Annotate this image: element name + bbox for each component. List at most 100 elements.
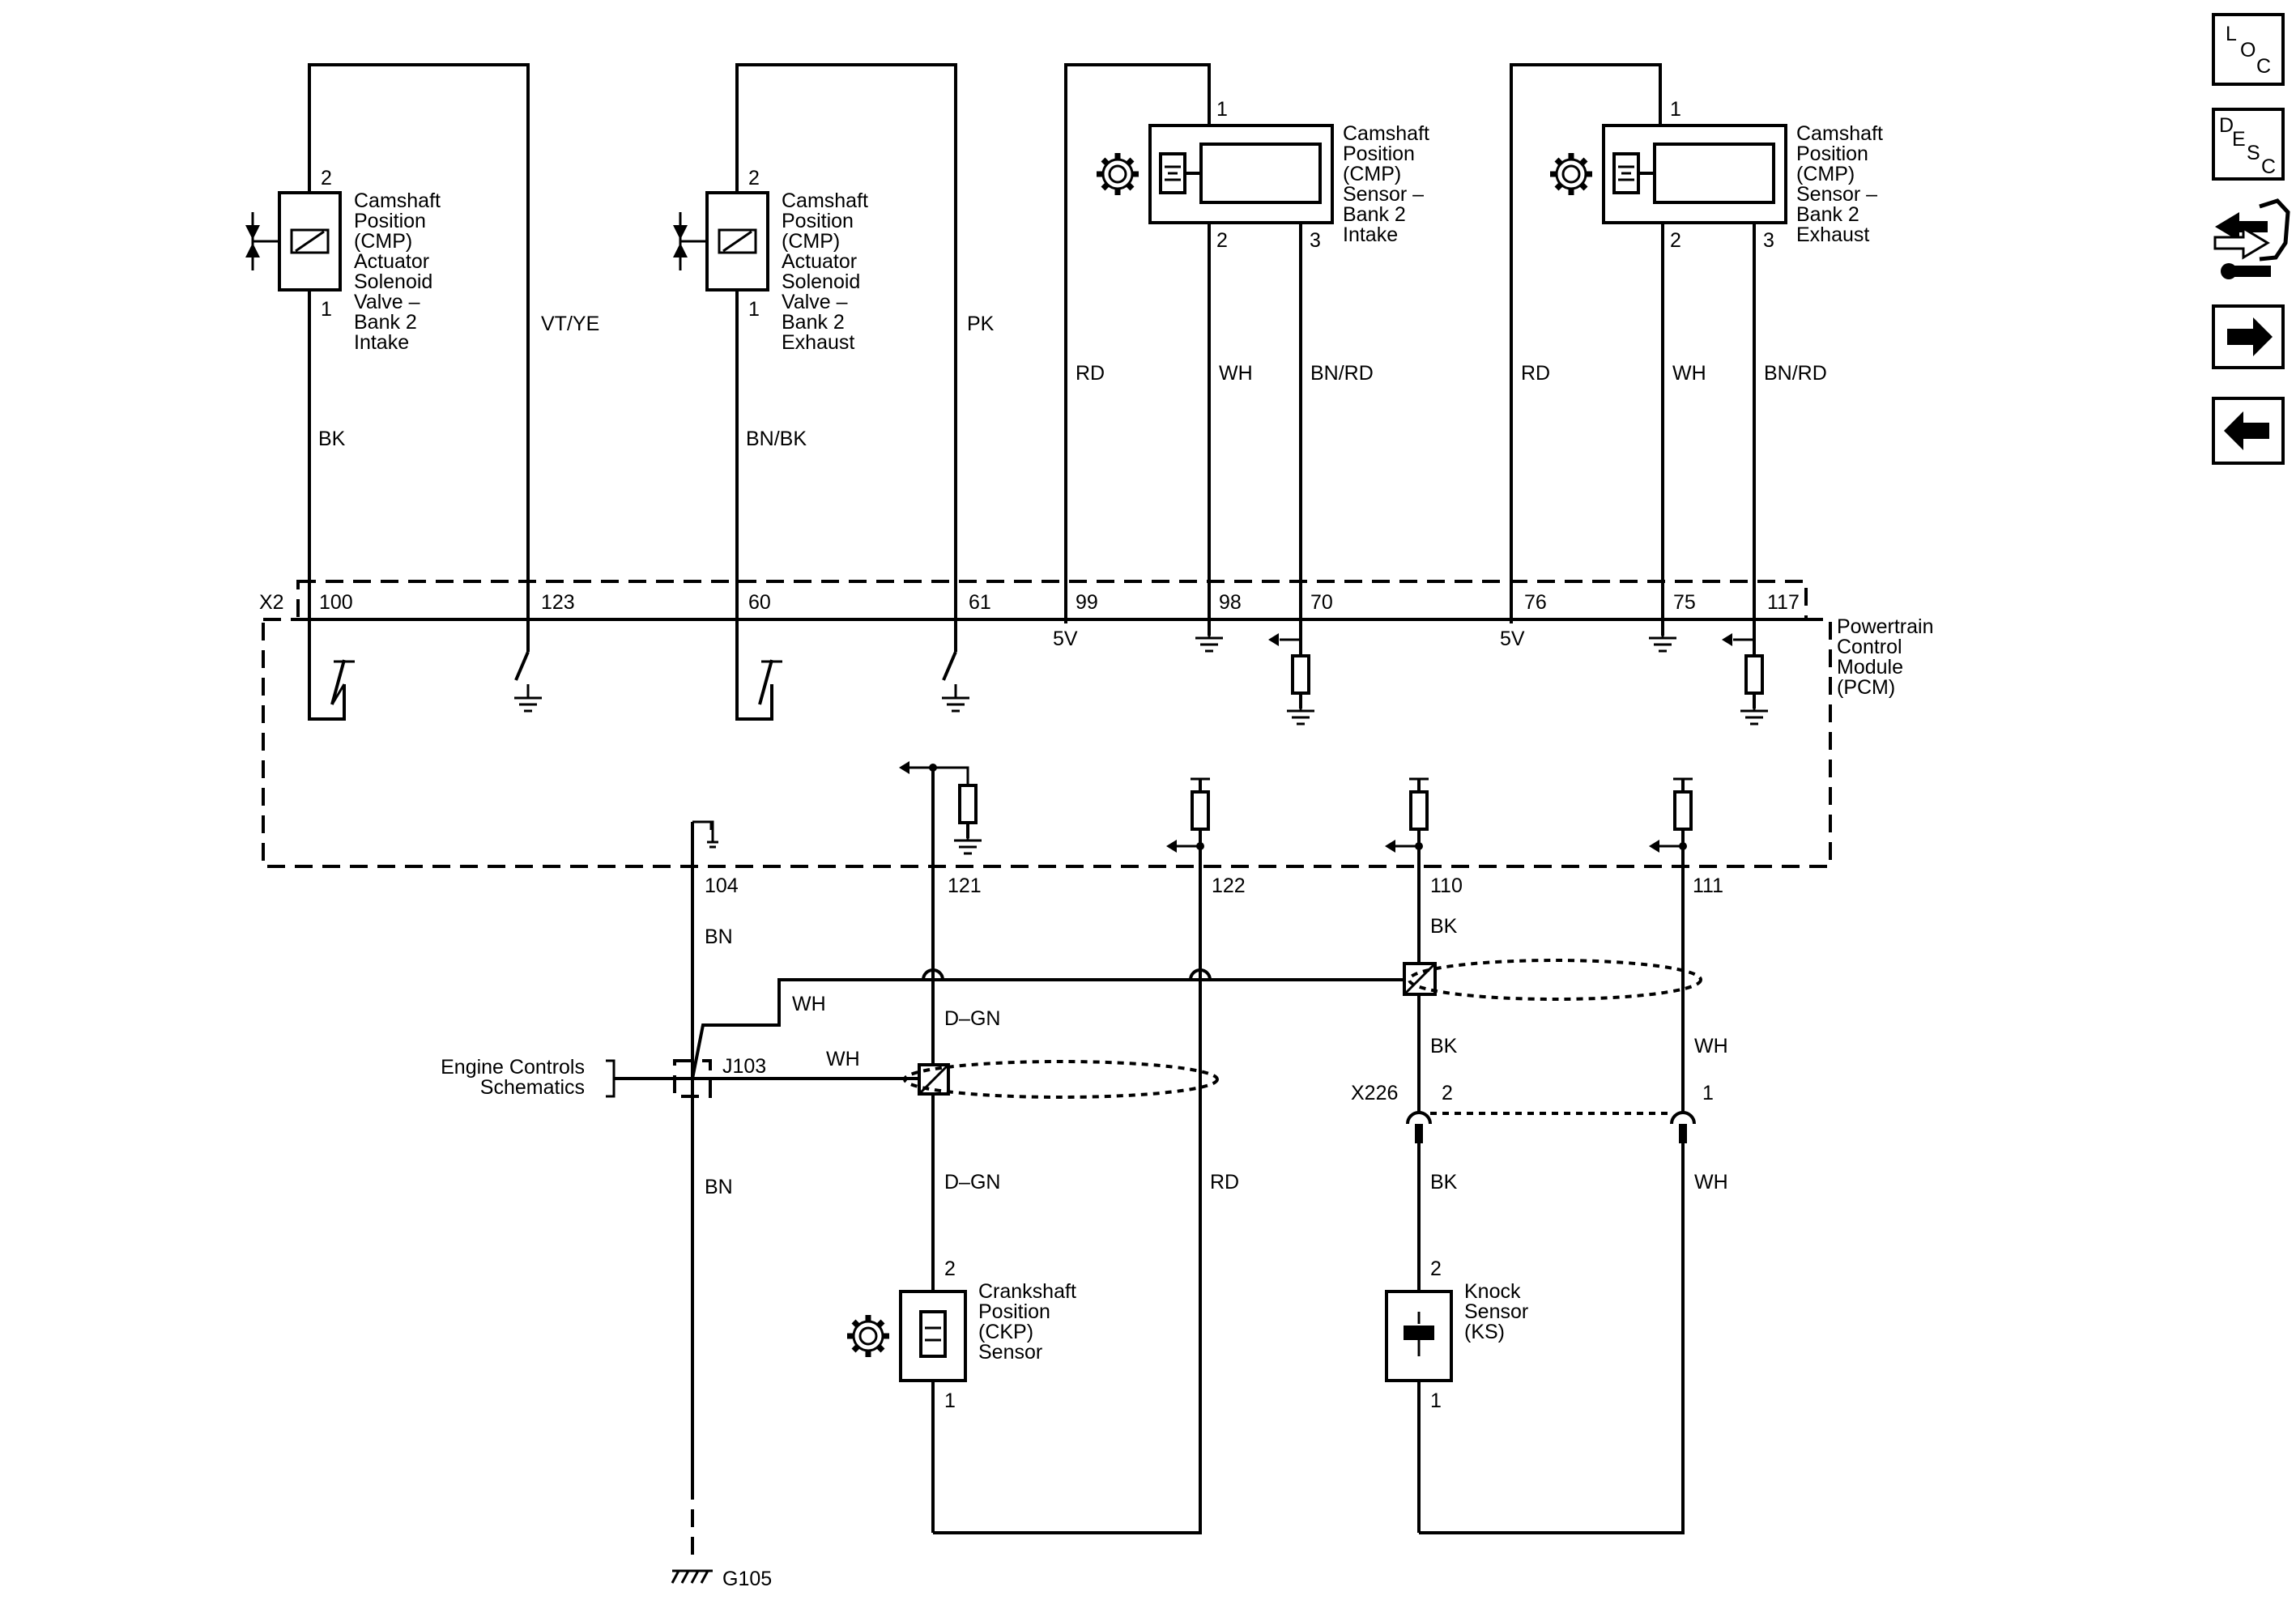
wire-ckp-low [933,854,1202,1534]
wire-color-rd-c: RD [1210,1171,1239,1194]
ref-5v-b: 5V [1500,628,1525,650]
wire-color-rd-b: RD [1521,362,1550,385]
engine-controls-line2: Schematics [480,1076,585,1099]
x2-connector-label: X2 [259,591,284,614]
cmp-intake-pin1: 1 [1216,98,1228,121]
cmp-exhaust-label-3: (CMP) [1796,163,1855,185]
solenoid-exhaust-pin-top: 2 [748,167,760,189]
cmp-intake-label-4: Sensor – [1343,183,1424,206]
pin-111: 111 [1693,874,1723,897]
solenoid-exhaust-label-6: Valve – [782,291,848,313]
solenoid-exhaust-pin-bottom: 1 [748,298,760,321]
hall-element-icon [1618,165,1634,181]
pcm-outline [262,618,1832,868]
wire-color-wh-f: WH [1694,1171,1728,1194]
cmp-exhaust-label-6: Exhaust [1796,223,1869,246]
cmp-intake-label-2: Position [1343,143,1415,165]
solenoid-coil-icon [290,228,330,254]
pcm-bottom-pins: 104 121 122 110 111 [705,874,1723,897]
solenoid-intake-label-7: Bank 2 [354,311,417,334]
pcm-top-pins: 100 123 60 61 99 98 70 76 75 117 5V 5V [319,591,1800,650]
piezo-element-icon [1404,1312,1434,1356]
wire-solenoid-exhaust-loop [735,63,957,713]
next-button[interactable] [2212,304,2285,369]
cmp-solenoid-exhaust: 2 1 Camshaft Position (CMP) Actuator Sol… [673,63,995,721]
loc-letter-c: C [2256,55,2271,78]
pin-76: 76 [1524,591,1547,614]
previous-button[interactable] [2212,397,2285,465]
wire-color-bk-1: BK [318,428,346,450]
pin-70: 70 [1310,591,1333,614]
solenoid-intake-label-3: (CMP) [354,230,412,253]
connector-wrench-icon [2213,198,2290,279]
cmp-intake-label-3: (CMP) [1343,163,1401,185]
wire-color-bk-c: BK [1430,1171,1458,1194]
cmp-exhaust-label-1: Camshaft [1796,122,1883,145]
ckp-label-2: Position [978,1300,1050,1323]
ks-label-3: (KS) [1464,1321,1505,1343]
wire-solenoid-intake-loop [308,63,530,713]
ckp-circuit: 2 1 Crankshaft Position (CKP) Sensor D–G… [847,761,1239,1534]
wire-color-vtye: VT/YE [541,313,599,335]
solenoid-intake-label-4: Actuator [354,250,429,273]
connector-tool-button[interactable] [2213,198,2290,279]
solenoid-exhaust-label-4: Actuator [782,250,857,273]
pin-75: 75 [1673,591,1696,614]
ckp-pin-bottom: 1 [944,1389,956,1412]
pcm-label-line3: Module [1837,656,1903,679]
wire-color-bk-a: BK [1430,915,1458,938]
desc-letter-e: E [2232,128,2246,151]
inline-connector-x226-label: X226 [1351,1082,1398,1104]
pin-121: 121 [948,874,982,897]
cmp-exhaust-pin3: 3 [1763,229,1774,252]
location-button[interactable]: L O C [2212,13,2285,86]
solenoid-intake-pin-top: 2 [321,167,332,189]
ks-label-1: Knock [1464,1280,1521,1303]
pin-110: 110 [1430,874,1463,897]
pin-61: 61 [969,591,991,614]
solenoid-intake-label-1: Camshaft [354,189,441,212]
solenoid-intake-label-2: Position [354,210,426,232]
wire-color-pk: PK [967,313,995,335]
pcm-driver-switch-exhaust [735,648,773,721]
solenoid-intake-pin-bottom: 1 [321,298,332,321]
ckp-shield-ellipse [903,1060,1219,1099]
solenoid-intake-label-8: Intake [354,331,409,354]
ckp-label-1: Crankshaft [978,1280,1076,1303]
ks-pin-top: 2 [1430,1257,1442,1280]
ground-g105-icon [671,1569,713,1584]
pcm-label-line2: Control [1837,636,1902,658]
cmp-intake-pin3: 3 [1310,229,1321,252]
pcm-module: X2 Powertrain Control Module (PCM) [259,580,1934,868]
wire-color-bk-b: BK [1430,1035,1458,1057]
wire-cmp-exhaust-5v [1510,63,1662,623]
pin-122: 122 [1212,874,1246,897]
cmp-exhaust-label-4: Sensor – [1796,183,1877,206]
desc-letter-s: S [2247,142,2260,164]
splice-j103: J103 Engine Controls Schematics WH WH [441,978,1416,1099]
ckp-label-3: (CKP) [978,1321,1033,1343]
bidirectional-arrow-icon [245,212,279,270]
wire-color-bn-b: BN [705,1176,733,1198]
x226-pin-b: 1 [1702,1082,1714,1104]
wire-color-wh-c: WH [792,993,826,1015]
wire-cmp-intake-5v [1064,63,1211,623]
solenoid-exhaust-label-1: Camshaft [782,189,868,212]
pin-98: 98 [1219,591,1242,614]
description-button[interactable]: D E S C [2212,108,2285,181]
loc-letter-l: L [2226,23,2237,45]
pcm-label-line1: Powertrain [1837,615,1934,638]
cmp-sensor-intake-element [1199,143,1322,204]
ks-label-2: Sensor [1464,1300,1528,1323]
ckp-label-4: Sensor [978,1341,1042,1364]
solenoid-exhaust-label-7: Bank 2 [782,311,845,334]
hall-element-icon [1165,165,1181,181]
wire-color-bnrd-b: BN/RD [1764,362,1827,385]
cmp-solenoid-intake: 2 1 Camshaft Position (CMP) Actuator Sol… [245,63,599,721]
gear-icon [847,1315,889,1357]
splice-j103-label: J103 [722,1055,766,1078]
cmp-sensor-intake: 1 2 3 Camshaft Position (CMP) Sensor – B… [1064,63,1429,726]
solenoid-intake-label-6: Valve – [354,291,420,313]
cmp-intake-label-1: Camshaft [1343,122,1429,145]
